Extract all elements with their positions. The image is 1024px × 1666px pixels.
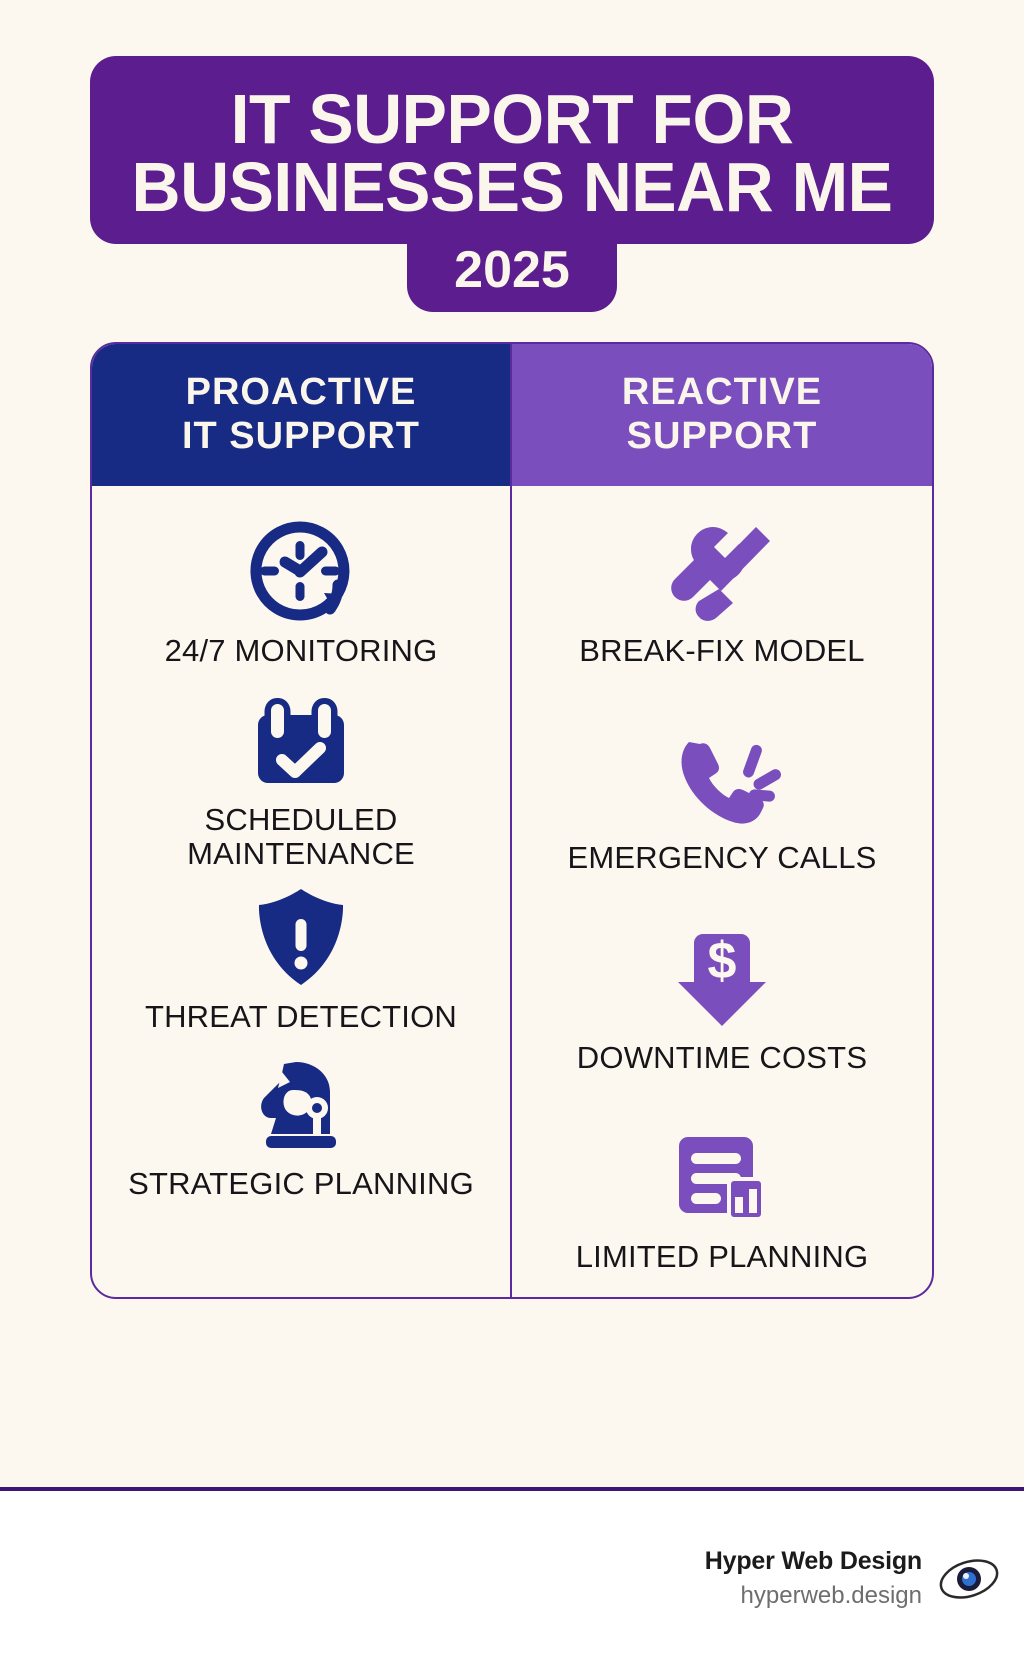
wrench-screwdriver-icon (659, 512, 785, 630)
column-header-title: PROACTIVE IT SUPPORT (181, 371, 421, 457)
column-reactive: REACTIVE SUPPORT BREAK-FIX MODEL (512, 343, 932, 1297)
list-item: EMERGENCY CALLS (522, 719, 922, 876)
list-item-label: DOWNTIME COSTS (576, 1040, 868, 1076)
column-body-reactive: BREAK-FIX MODEL EMERGENCY (512, 486, 932, 1297)
column-header-proactive: PROACTIVE IT SUPPORT (92, 343, 510, 486)
footer-brand: Hyper Web Design (704, 1547, 922, 1575)
list-item-label: STRATEGIC PLANNING (128, 1165, 474, 1201)
column-header-title: REACTIVE SUPPORT (621, 371, 823, 457)
comparison-card: PROACTIVE IT SUPPORT (90, 341, 934, 1299)
list-item: STRATEGIC PLANNING (102, 1045, 500, 1202)
header-year: 2025 (454, 240, 570, 299)
footer-text: Hyper Web Design hyperweb.design (705, 1547, 922, 1610)
chess-knight-icon (238, 1045, 364, 1163)
footer-divider (0, 1487, 1024, 1491)
page-title: IT SUPPORT FOR BUSINESSES NEAR ME (131, 80, 893, 226)
hyperweb-logo-icon (938, 1555, 1000, 1603)
list-item-label: 24/7 MONITORING (164, 632, 438, 668)
calendar-check-icon (238, 681, 364, 799)
list-item-label: SCHEDULED MAINTENANCE (187, 801, 415, 872)
clock-refresh-icon (238, 512, 364, 630)
list-item-label: BREAK-FIX MODEL (579, 632, 865, 668)
dollar-down-arrow-icon: $ (659, 919, 785, 1037)
ringing-phone-icon (659, 719, 785, 837)
list-item: $ DOWNTIME COSTS (522, 919, 922, 1076)
column-body-proactive: 24/7 MONITORING (92, 486, 510, 1297)
list-item: BREAK-FIX MODEL (522, 512, 922, 669)
footer-url[interactable]: hyperweb.design (740, 1582, 922, 1609)
list-item: LIMITED PLANNING (522, 1118, 922, 1275)
header: IT SUPPORT FOR BUSINESSES NEAR ME 2025 (0, 0, 1024, 312)
list-item-label: THREAT DETECTION (144, 998, 458, 1034)
svg-text:$: $ (708, 932, 737, 990)
header-block: IT SUPPORT FOR BUSINESSES NEAR ME (90, 56, 934, 244)
document-chart-icon (659, 1118, 785, 1236)
column-header-reactive: REACTIVE SUPPORT (512, 343, 932, 486)
list-item-label: EMERGENCY CALLS (567, 839, 877, 875)
footer: Hyper Web Design hyperweb.design (0, 1491, 1024, 1666)
list-item: SCHEDULED MAINTENANCE (102, 681, 500, 872)
list-item-label: LIMITED PLANNING (575, 1238, 869, 1274)
shield-alert-icon (238, 878, 364, 996)
column-proactive: PROACTIVE IT SUPPORT (92, 343, 512, 1297)
list-item: 24/7 MONITORING (102, 512, 500, 669)
list-item: THREAT DETECTION (102, 878, 500, 1035)
header-year-tab: 2025 (407, 240, 617, 312)
